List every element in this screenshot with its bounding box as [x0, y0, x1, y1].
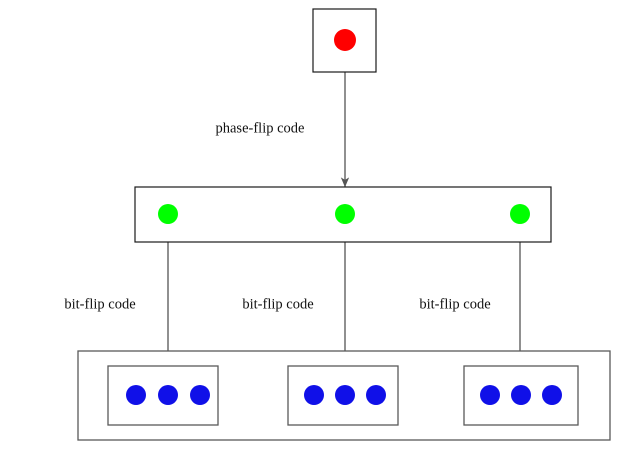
red-qubit-dot — [334, 29, 356, 51]
green-qubit-dot — [335, 204, 355, 224]
green-qubit-dot — [510, 204, 530, 224]
blue-qubit-dot — [304, 385, 324, 405]
blue-qubit-dot — [480, 385, 500, 405]
boxes-layer — [77, 8, 611, 441]
blue-qubit-dot — [126, 385, 146, 405]
blue-qubit-dot — [366, 385, 386, 405]
arrows-layer — [163, 72, 525, 367]
blue-qubit-dot — [335, 385, 355, 405]
label-bit-flip-code-3: bit-flip code — [419, 296, 490, 312]
label-bit-flip-code-1: bit-flip code — [64, 296, 135, 312]
blue-qubit-dot — [158, 385, 178, 405]
dots-layer — [126, 29, 562, 405]
labels-layer: phase-flip code bit-flip code bit-flip cod… — [64, 120, 490, 312]
label-phase-flip-code: phase-flip code — [216, 120, 305, 136]
blue-qubit-dot — [542, 385, 562, 405]
blue-qubit-dot — [511, 385, 531, 405]
label-bit-flip-code-2: bit-flip code — [242, 296, 313, 312]
green-qubit-dot — [158, 204, 178, 224]
blue-qubit-dot — [190, 385, 210, 405]
